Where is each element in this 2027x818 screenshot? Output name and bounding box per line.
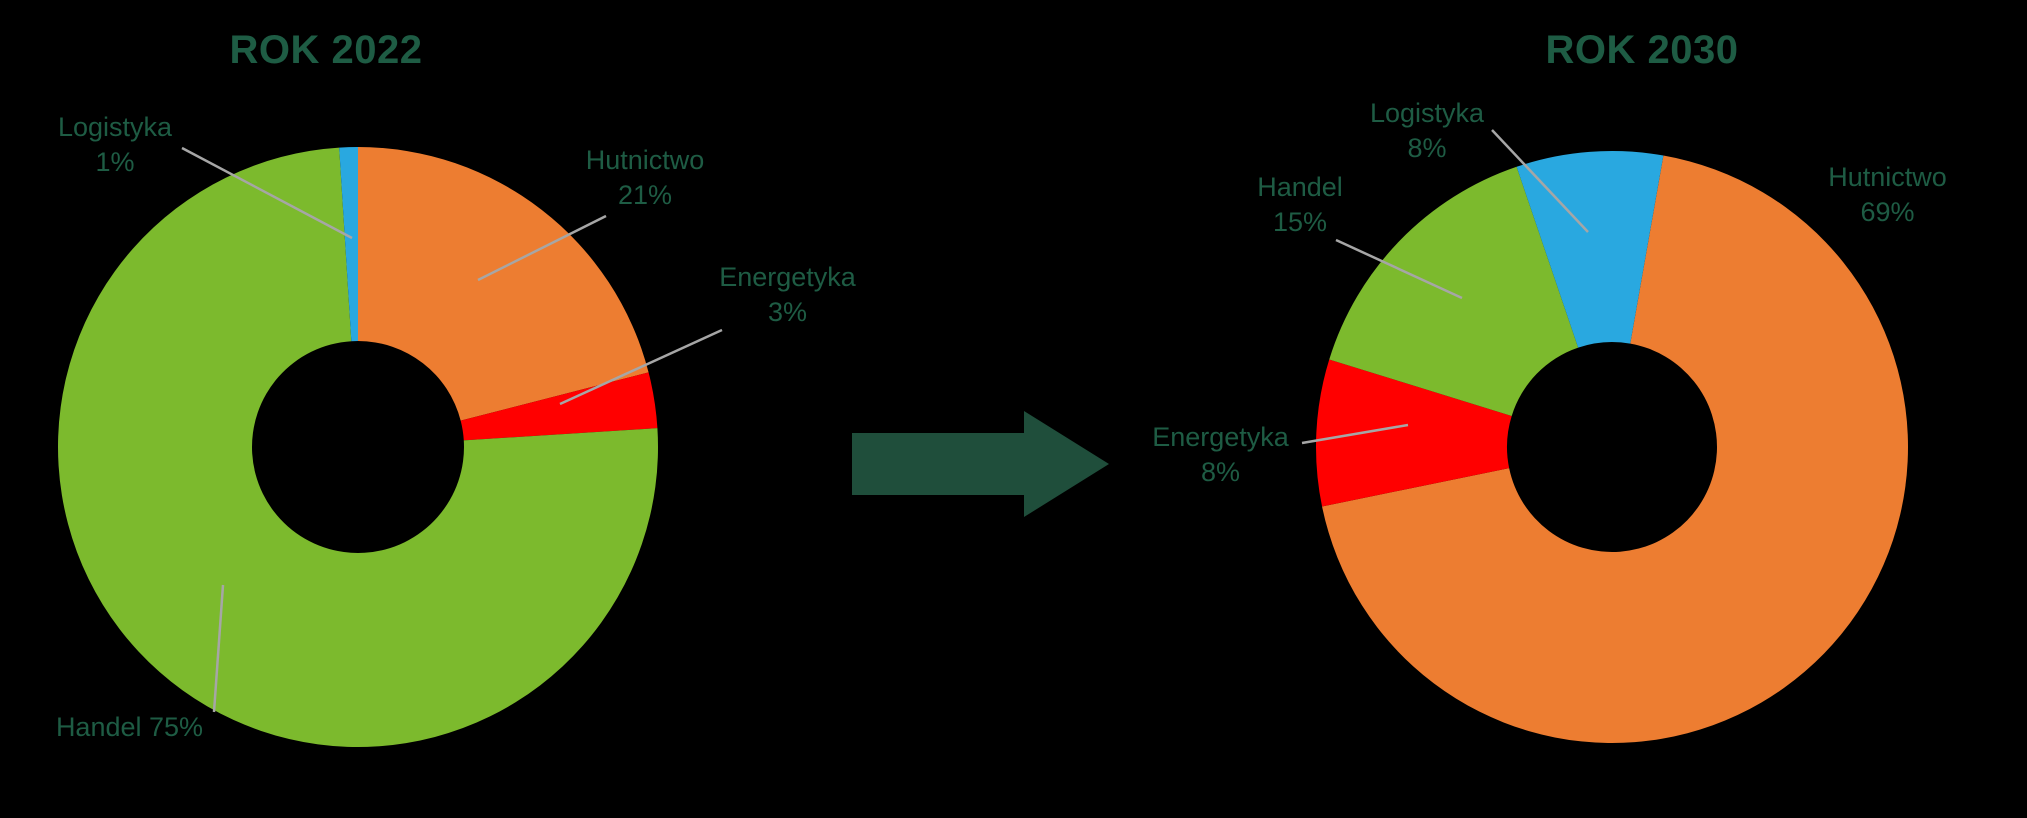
label-handel-2022: Handel 75% (42, 710, 217, 745)
label-value: 8% (1200, 456, 1241, 487)
chart-title-rok-2022: ROK 2022 (229, 28, 423, 72)
label-text: Handel (1257, 172, 1343, 202)
label-hutnictwo-2022: Hutnictwo 21% (565, 143, 725, 212)
leader-lines (181, 129, 1589, 713)
leader-line-energetyka-2030 (1301, 423, 1409, 445)
label-text: Energetyka (1152, 422, 1289, 452)
slice-logistyka-rok-2022 (339, 147, 358, 342)
chart-title-rok-2030: ROK 2030 (1545, 28, 1739, 72)
slice-handel-rok-2022 (58, 147, 659, 747)
label-logistyka-2022: Logistyka 1% (40, 110, 190, 179)
leader-line-logistyka-2022 (181, 146, 353, 240)
label-value: 69% (1860, 196, 1915, 227)
label-value: 1% (95, 146, 135, 177)
slice-energetyka-rok-2022 (460, 372, 658, 441)
label-text: Energetyka (719, 262, 856, 292)
label-value: 3% (767, 296, 808, 327)
slice-energetyka-rok-2030 (1316, 359, 1512, 507)
slice-handel-rok-2030 (1329, 166, 1579, 416)
donut-rok-2022 (58, 147, 659, 747)
label-energetyka-2022: Energetyka 3% (700, 260, 875, 329)
label-text: Hutnictwo (585, 145, 705, 175)
leader-line-handel-2030 (1335, 238, 1463, 300)
label-energetyka-2030: Energetyka 8% (1138, 420, 1303, 489)
donut-rok-2030 (1316, 151, 1909, 744)
label-text: Handel 75% (55, 712, 204, 742)
leader-line-energetyka-2022 (559, 328, 723, 406)
leader-line-handel-2022 (212, 584, 225, 713)
slice-hutnictwo-rok-2030 (1322, 155, 1909, 744)
slice-hutnictwo-rok-2022 (358, 147, 649, 421)
slice-logistyka-rok-2030 (1516, 151, 1664, 348)
label-text: Logistyka (1369, 98, 1485, 128)
leader-line-hutnictwo-2022 (477, 214, 607, 282)
label-value: 21% (617, 179, 673, 210)
label-value: 8% (1407, 132, 1447, 163)
label-value: 15% (1272, 206, 1328, 237)
label-text: Logistyka (57, 112, 173, 142)
label-text: Hutnictwo (1828, 162, 1947, 192)
label-hutnictwo-2030: Hutnictwo 69% (1800, 160, 1975, 229)
transition-arrow-icon (852, 411, 1109, 517)
leader-line-logistyka-2030 (1491, 129, 1589, 233)
label-handel-2030: Handel 15% (1235, 170, 1365, 239)
label-logistyka-2030: Logistyka 8% (1352, 96, 1502, 165)
